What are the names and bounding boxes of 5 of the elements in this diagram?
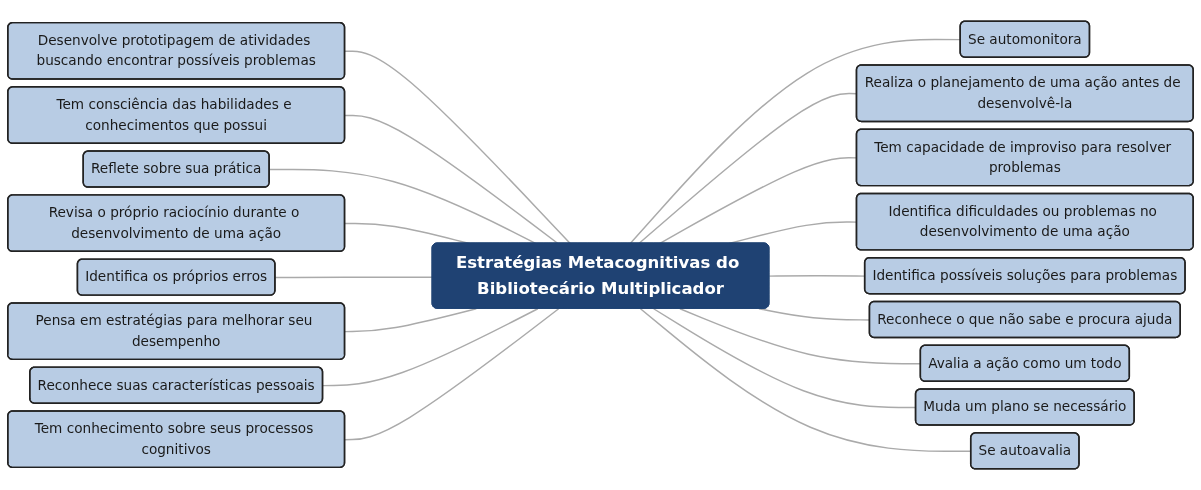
connector [344,50,571,245]
connector [322,308,539,387]
connector [344,308,560,441]
connector [274,276,434,279]
connector [344,114,559,245]
